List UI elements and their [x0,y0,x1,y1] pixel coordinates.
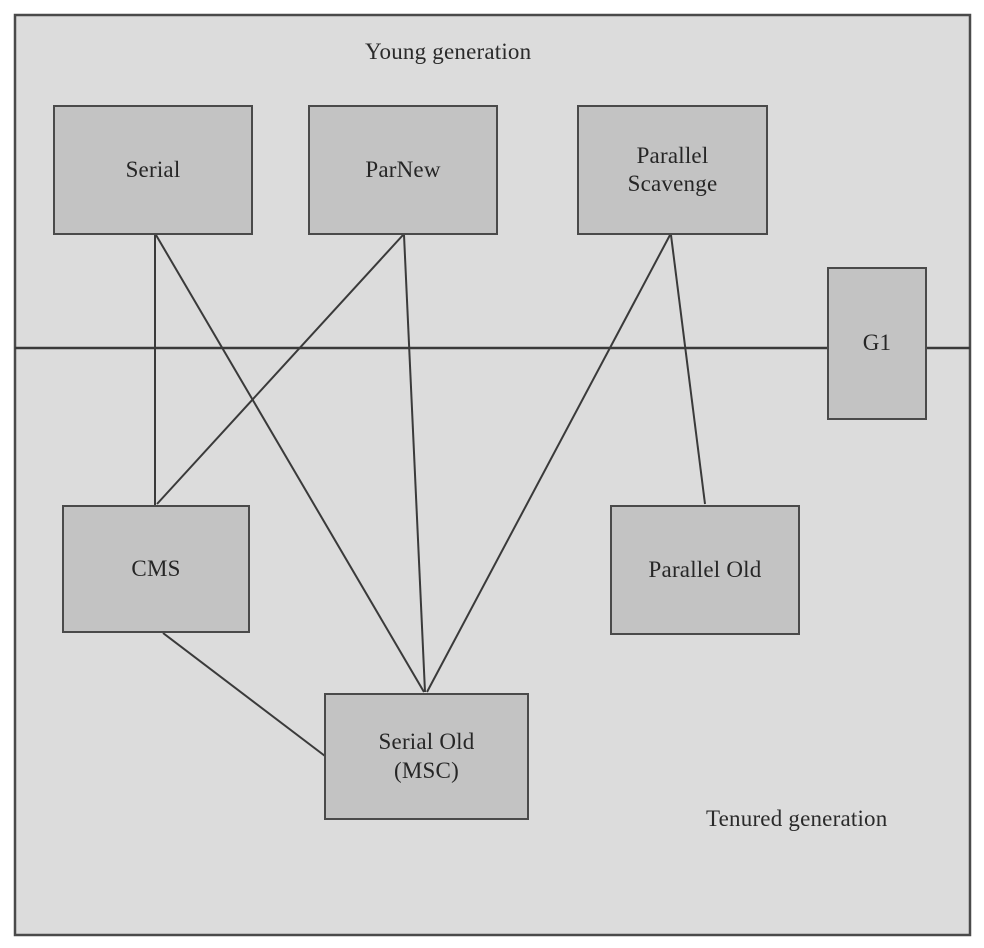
connector-parnew-to-serial-old [403,234,426,693]
collector-box-serial-old[interactable]: Serial Old (MSC) [324,693,529,820]
collector-label-cms: CMS [131,555,181,581]
collector-label-parallel-old: Parallel Old [648,556,762,582]
young-generation-label: Young generation [365,39,532,64]
connector-serial-to-serial-old [155,234,425,693]
collector-box-cms[interactable]: CMS [62,505,250,633]
connector-cms-to-serial-old [162,632,326,757]
collector-label-serial: Serial [125,156,181,182]
collector-label-serial-old: Serial Old (MSC) [378,729,475,783]
connector-parallel-scavenge-to-parallel-old [670,234,706,505]
collector-box-parallel-scavenge[interactable]: Parallel Scavenge [577,105,768,235]
connector-parnew-to-cms [156,234,404,505]
collector-label-parnew: ParNew [365,156,441,182]
collector-box-g1[interactable]: G1 [827,267,927,420]
connector-parallel-scavenge-to-serial-old [426,234,671,693]
collector-label-g1: G1 [862,330,892,356]
collector-label-parallel-scavenge: Parallel Scavenge [627,142,718,196]
tenured-generation-label: Tenured generation [706,806,888,831]
collector-box-parallel-old[interactable]: Parallel Old [610,505,800,635]
collector-box-serial[interactable]: Serial [53,105,253,235]
collector-box-parnew[interactable]: ParNew [308,105,498,235]
